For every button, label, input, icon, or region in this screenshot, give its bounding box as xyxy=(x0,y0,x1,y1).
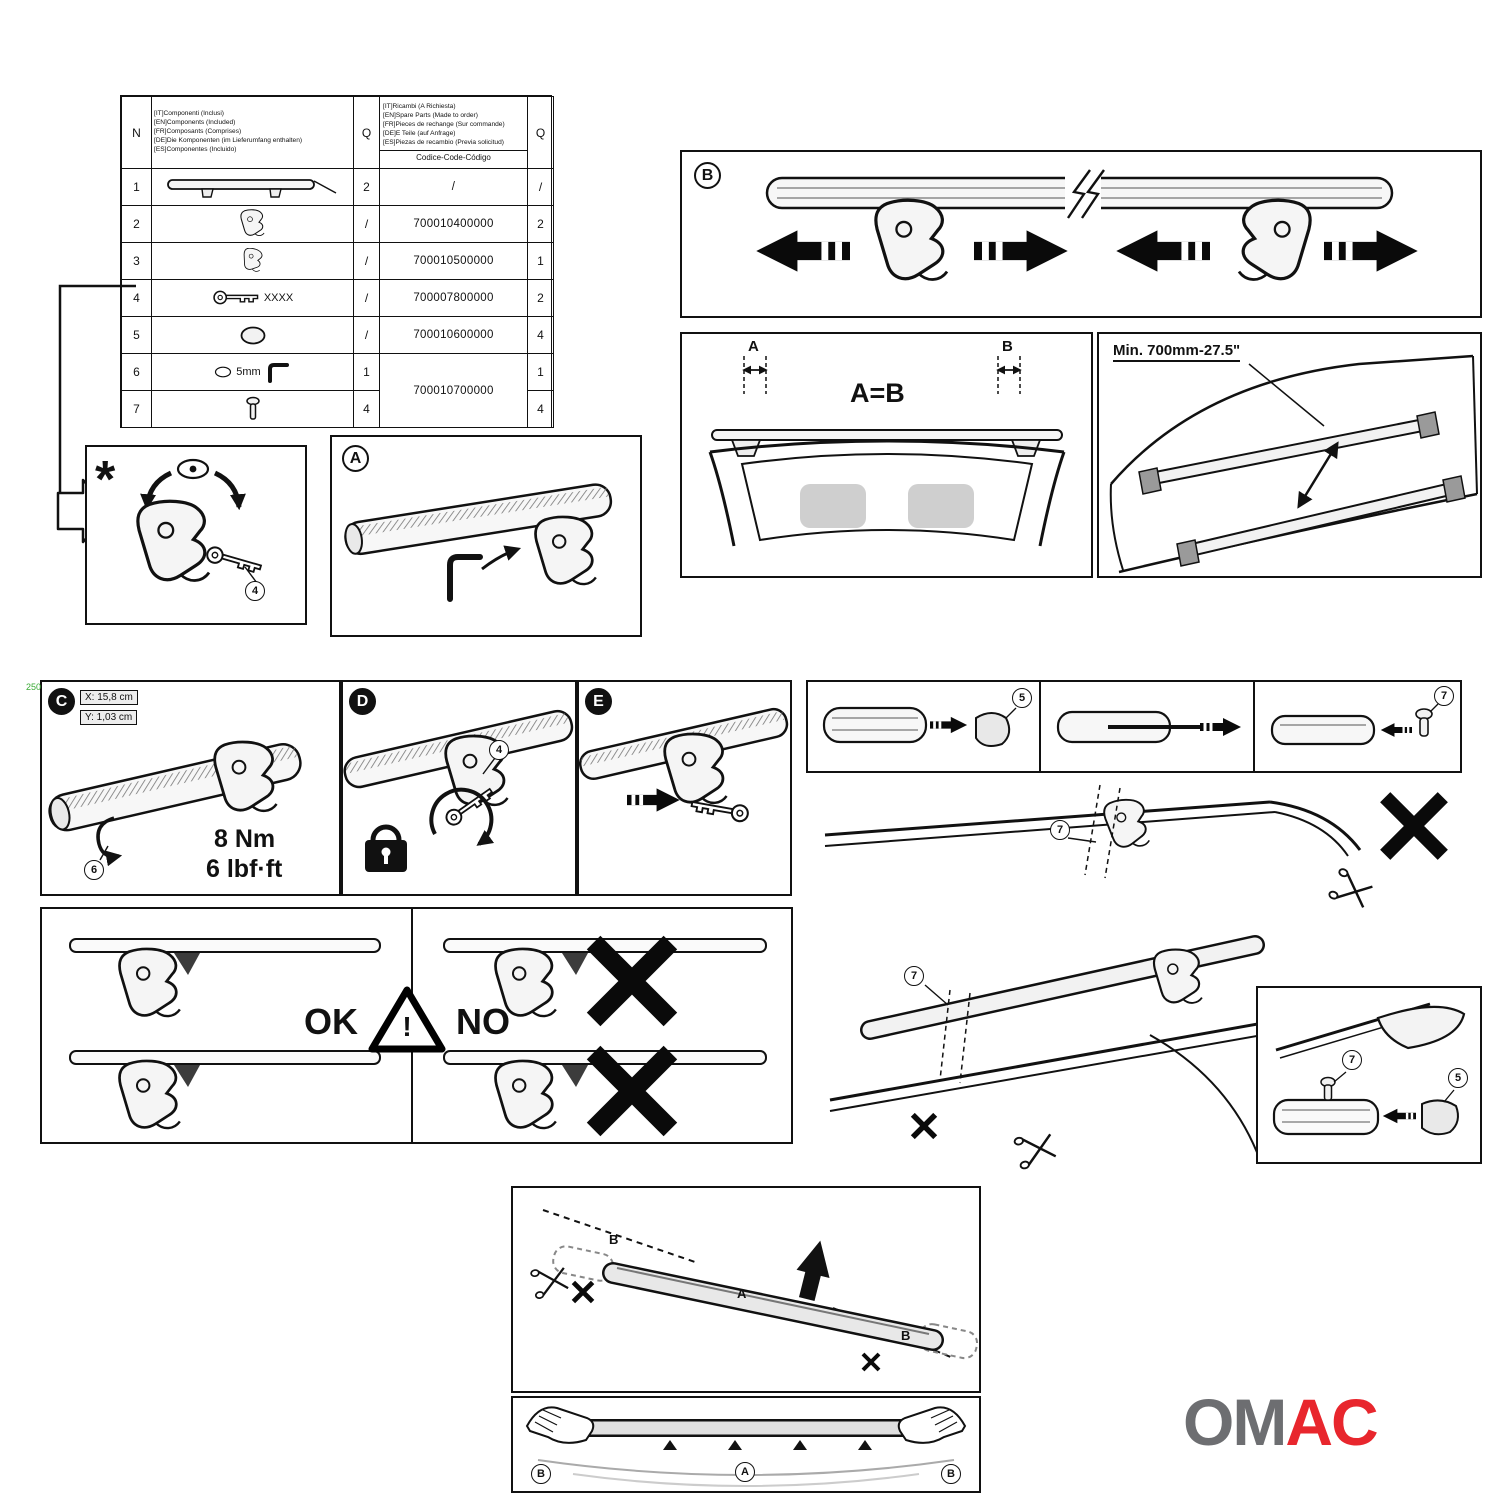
left-hand-icon xyxy=(525,1406,595,1444)
panel-d: D 4 xyxy=(341,680,577,896)
part7-badge: 7 xyxy=(1050,820,1070,840)
roof-rail-cut-illustration xyxy=(824,784,1465,1171)
panel-b-label: B xyxy=(694,162,721,189)
part5-badge: 5 xyxy=(1448,1068,1468,1088)
row-number: 1 xyxy=(121,168,152,206)
key-icon xyxy=(213,290,259,305)
allen-socket-icon xyxy=(215,366,232,378)
code-label: Codice-Code-Código xyxy=(380,149,527,164)
crossbar-assembly-icon xyxy=(166,179,336,198)
key-remove-illustration xyxy=(579,707,789,824)
dim-a-label: A xyxy=(748,338,759,355)
part5-badge: 5 xyxy=(1012,688,1032,708)
panel-c: C X: 15,8 cm Y: 1,03 cm 6 8 Nm 6 lbf·ft xyxy=(40,680,341,896)
point-b-badge: B xyxy=(531,1464,551,1484)
part4-badge: 4 xyxy=(245,581,265,601)
panel-min-span: Min. 700mm-27.5" xyxy=(1097,332,1482,578)
a-equals-b-label: A=B xyxy=(850,378,905,408)
min-span-illustration xyxy=(1109,354,1478,574)
end-cap-steps-illustration xyxy=(822,682,1439,771)
spare-code-merged: 700010700000 xyxy=(379,353,528,428)
table-row: 7 4 4 xyxy=(121,390,554,428)
install-b-label: B xyxy=(609,1232,619,1247)
right-hand-icon xyxy=(897,1406,967,1444)
col-header-q-included: Q xyxy=(353,96,380,169)
clamp-foot-icon xyxy=(239,208,265,236)
torque-illustration xyxy=(48,740,302,867)
warning-exclamation: ! xyxy=(402,1011,412,1042)
rail-end-illustration xyxy=(1272,1002,1466,1136)
omac-logo: OMAC xyxy=(1183,1384,1379,1460)
torque-nm-value: 8 Nm xyxy=(214,825,276,853)
lock-illustration xyxy=(343,709,574,872)
roof-rail-cut-diagram: 7 7 xyxy=(800,780,1465,1210)
crossbar-allen-illustration xyxy=(344,483,613,602)
col-header-components: [IT]Componenti (Inclusi) [EN]Components … xyxy=(151,96,354,169)
install-illustration xyxy=(529,1209,979,1372)
part6-badge: 6 xyxy=(84,860,104,880)
table-row: 4 XXXX / 700007800000 2 xyxy=(121,279,554,317)
table-row: 5 / 700010600000 4 xyxy=(121,316,554,354)
table-row: 1 2 / / xyxy=(121,168,554,206)
col-header-n: N xyxy=(121,96,152,169)
install-b-label: B xyxy=(901,1328,911,1343)
panel-e-label: E xyxy=(585,688,612,715)
final-fit-panel: B A B xyxy=(511,1396,981,1493)
table-row: 2 / 700010400000 2 xyxy=(121,205,554,243)
panel-d-label: D xyxy=(349,688,376,715)
ok-label: OK xyxy=(304,1001,358,1042)
torque-lbf-value: 6 lbf·ft xyxy=(206,855,283,883)
min-span-label: Min. 700mm-27.5" xyxy=(1113,342,1241,362)
final-fit-illustration xyxy=(525,1406,967,1487)
parts-table: N [IT]Componenti (Inclusi) [EN]Component… xyxy=(121,96,554,428)
point-b-badge: B xyxy=(941,1464,961,1484)
key-marking-text: XXXX xyxy=(263,292,294,304)
allen-key-icon xyxy=(267,363,289,383)
part7-badge: 7 xyxy=(904,966,924,986)
panel-c-label: C xyxy=(48,688,75,715)
panel-e: E xyxy=(577,680,792,896)
end-cap-steps-panel: 5 7 xyxy=(806,680,1462,773)
allen-size-text: 5mm xyxy=(236,366,261,378)
dim-b-label: B xyxy=(1002,338,1013,355)
scan-artifact-text: 250 xyxy=(26,682,42,692)
parts-table-panel: N [IT]Componenti (Inclusi) [EN]Component… xyxy=(120,95,554,428)
slide-adjust-illustration xyxy=(756,169,1418,282)
clamp-cover-icon xyxy=(239,247,265,273)
col-header-spares: [IT]Ricambi (A Richiesta) [EN]Spare Part… xyxy=(379,96,528,169)
point-a-badge: A xyxy=(735,1462,755,1482)
install-a-label: A xyxy=(737,1286,747,1301)
x-offset-value: X: 15,8 cm xyxy=(80,690,138,705)
table-header-row: N [IT]Componenti (Inclusi) [EN]Component… xyxy=(121,96,554,169)
warning-triangle-icon: ! xyxy=(368,985,446,1055)
part4-badge: 4 xyxy=(489,740,509,760)
panel-b: B xyxy=(680,150,1482,318)
part7-badge: 7 xyxy=(1342,1050,1362,1070)
spare-code: / xyxy=(379,168,528,206)
fixing-pin-icon xyxy=(245,396,260,420)
ok-no-panel: OK ! NO xyxy=(40,907,793,1144)
y-offset-value: Y: 1,03 cm xyxy=(80,710,138,725)
lock-detail-illustration xyxy=(136,458,264,584)
panel-star-label: * xyxy=(95,451,116,509)
panel-star: * 4 xyxy=(85,445,307,625)
panel-a-equals-b: A B A=B xyxy=(680,332,1093,578)
panel-a: A xyxy=(330,435,642,637)
install-panel: B A B xyxy=(511,1186,981,1393)
roof-centering-illustration xyxy=(708,356,1066,547)
rail-end-detail-panel: 7 5 xyxy=(1256,986,1482,1164)
qty-included: 2 xyxy=(353,168,380,206)
col-header-q-spare: Q xyxy=(527,96,554,169)
part7-badge: 7 xyxy=(1434,686,1454,706)
spares-languages: [IT]Ricambi (A Richiesta) [EN]Spare Part… xyxy=(383,103,505,146)
qty-spare: / xyxy=(527,168,554,206)
table-row: 3 / 700010500000 1 xyxy=(121,242,554,280)
panel-a-label: A xyxy=(342,445,369,472)
logo-text-gray: OM xyxy=(1183,1385,1287,1459)
end-cap-icon xyxy=(240,326,265,344)
no-label: NO xyxy=(456,1001,510,1042)
table-row: 6 5mm 1 700010700000 1 xyxy=(121,353,554,428)
logo-text-red: AC xyxy=(1285,1385,1378,1459)
